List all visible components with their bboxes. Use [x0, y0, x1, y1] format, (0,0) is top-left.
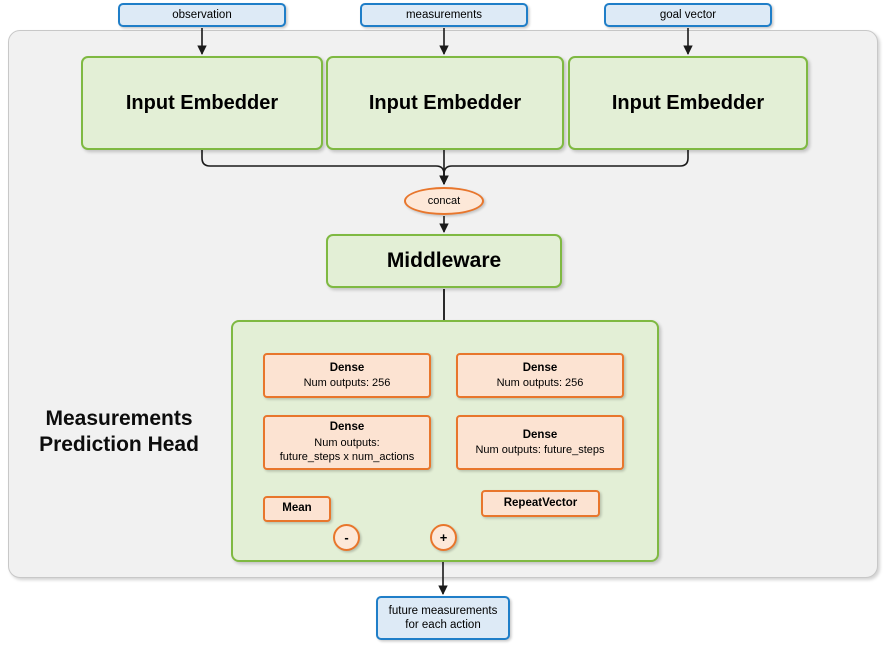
- concat-node[interactable]: concat: [404, 187, 484, 215]
- middleware-label: Middleware: [386, 249, 502, 272]
- input-label-observation: observation: [172, 8, 232, 21]
- output-label-line2: for each action: [405, 619, 481, 631]
- left-dense-256-outputs: Num outputs: 256: [303, 376, 391, 389]
- input-box-goal-vector[interactable]: goal vector: [604, 3, 772, 27]
- mean-node[interactable]: Mean: [263, 496, 331, 522]
- left-dense-future-steps-actions[interactable]: Dense Num outputs: future_steps x num_ac…: [263, 415, 431, 470]
- output-box-future-measurements[interactable]: future measurements for each action: [376, 596, 510, 640]
- subtract-node[interactable]: -: [333, 524, 360, 551]
- input-label-goal-vector: goal vector: [659, 8, 717, 21]
- subtract-label: -: [344, 530, 349, 545]
- left-dense-256-title: Dense: [329, 361, 365, 374]
- right-dense-256-title: Dense: [522, 361, 558, 374]
- left-dense-2-title: Dense: [329, 421, 365, 434]
- input-box-observation[interactable]: observation: [118, 3, 286, 27]
- right-dense-256-outputs: Num outputs: 256: [496, 376, 584, 389]
- repeat-vector-node[interactable]: RepeatVector: [481, 490, 600, 517]
- prediction-head-title-line1: Measurements: [45, 407, 193, 430]
- right-dense-2-title: Dense: [522, 428, 558, 441]
- right-dense-2-outputs: Num outputs: future_steps: [475, 443, 605, 456]
- add-node[interactable]: +: [430, 524, 457, 551]
- input-embedder-2[interactable]: Input Embedder: [326, 56, 564, 150]
- mean-label: Mean: [282, 502, 312, 515]
- left-dense-2-outputs-value: future_steps x num_actions: [279, 451, 415, 464]
- add-label: +: [439, 530, 448, 545]
- left-dense-256[interactable]: Dense Num outputs: 256: [263, 353, 431, 398]
- middleware-block[interactable]: Middleware: [326, 234, 562, 288]
- input-embedder-1[interactable]: Input Embedder: [81, 56, 323, 150]
- input-embedder-3[interactable]: Input Embedder: [568, 56, 808, 150]
- repeat-vector-label: RepeatVector: [503, 496, 578, 509]
- input-label-measurements: measurements: [405, 8, 483, 21]
- input-embedder-1-label: Input Embedder: [125, 91, 279, 114]
- right-dense-future-steps[interactable]: Dense Num outputs: future_steps: [456, 415, 624, 470]
- output-label-line1: future measurements: [388, 604, 498, 617]
- concat-label: concat: [427, 195, 461, 207]
- input-embedder-2-label: Input Embedder: [368, 91, 522, 114]
- right-dense-256[interactable]: Dense Num outputs: 256: [456, 353, 624, 398]
- left-dense-2-outputs-label: Num outputs:: [314, 436, 380, 449]
- input-box-measurements[interactable]: measurements: [360, 3, 528, 27]
- prediction-head-title: Measurements Prediction Head: [14, 406, 224, 459]
- prediction-head-title-line2: Prediction Head: [39, 433, 199, 457]
- input-embedder-3-label: Input Embedder: [611, 91, 765, 114]
